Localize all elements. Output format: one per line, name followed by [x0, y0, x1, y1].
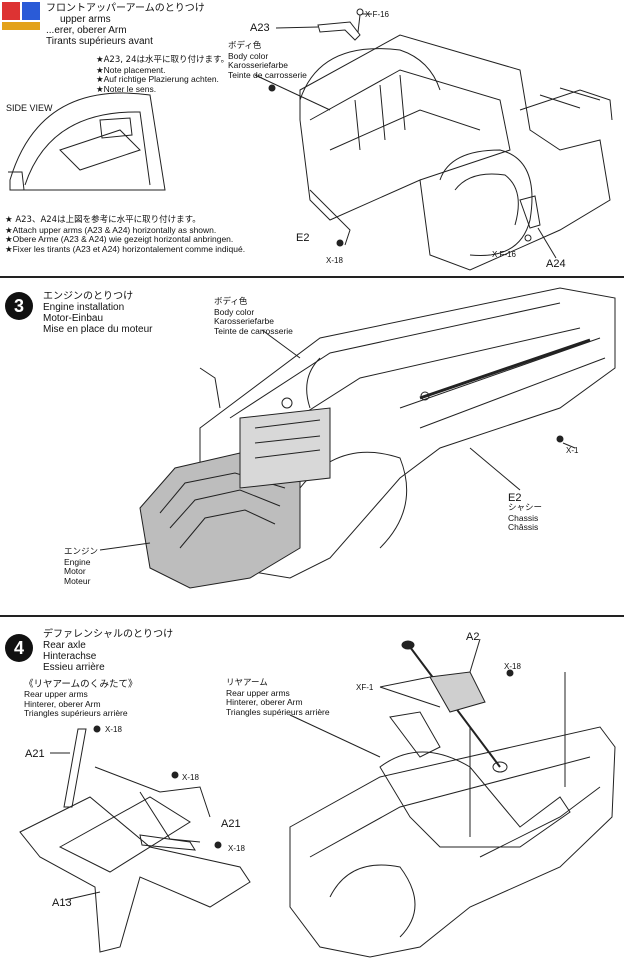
title-jp: フロントアッパーアームのとりつけ [46, 3, 205, 14]
title-en: Rear axle [43, 640, 86, 651]
step-number-badge: 3 [5, 292, 33, 320]
screw-label-x18: X-18 [504, 662, 521, 671]
screw-label-x18: X-18 [228, 844, 245, 853]
title-de: Hinterachse [43, 651, 97, 662]
side-view-label: SIDE VIEW [6, 103, 53, 113]
screw-label-x18: X-18 [326, 256, 343, 265]
title-fr: Mise en place du moteur [43, 324, 153, 335]
title-jp: デファレンシャルのとりつけ [43, 629, 174, 640]
part-label-e2: E2 [296, 232, 310, 244]
part-label-a23: A23 [250, 22, 270, 34]
engine-line-drawing [99, 287, 616, 589]
horizontal-note: ★ A23、A24は上図を参考に水平に取り付けます。 ★Attach upper… [5, 215, 246, 254]
step-4-rear-axle: 4 デファレンシャルのとりつけ Rear axle Hinterachse Es… [0, 617, 624, 963]
part-label-a24: A24 [546, 258, 566, 270]
screw-label-x18: X-18 [182, 773, 199, 782]
part-label-a21: A21 [25, 748, 45, 760]
title-de: ...erer, oberer Arm [46, 25, 127, 36]
rear-axle-line-drawing [19, 638, 616, 958]
step-title: エンジンのとりつけ Engine installation Motor-Einb… [43, 291, 153, 335]
title-jp: エンジンのとりつけ [43, 291, 134, 302]
title-fr: Essieu arrière [43, 662, 105, 673]
engine-label: エンジン Engine Motor Moteur [64, 547, 99, 586]
part-label-a2: A2 [466, 631, 480, 643]
rear-arm-label: リヤアーム Rear upper arms Hinterer, oberer A… [226, 678, 330, 717]
part-label-a21-second: A21 [221, 818, 241, 830]
title-en: Engine installation [43, 302, 125, 313]
step-title: フロントアッパーアームのとりつけ upper arms ...erer, obe… [46, 3, 205, 47]
section-divider [0, 276, 624, 278]
screw-label-x1: X-1 [566, 446, 579, 455]
title-fr: Tirants supérieurs avant [46, 36, 153, 47]
screw-label-x18: X-18 [105, 725, 122, 734]
title-de: Motor-Einbau [43, 313, 104, 324]
step-front-upper-arms: フロントアッパーアームのとりつけ upper arms ...erer, obe… [0, 0, 624, 276]
rear-arm-assembly-subtitle: 《リヤアームのくみたて》 Rear upper arms Hinterer, o… [24, 679, 138, 718]
screw-label-xf1: XF-1 [356, 683, 374, 692]
screw-label-xf16: X F-16 [365, 10, 390, 19]
chassis-label: E2 シャシー Chassis Châssis [508, 492, 543, 532]
watermark-logo-icon [2, 2, 40, 30]
step-number-badge: 4 [5, 634, 33, 662]
section-divider [0, 615, 624, 617]
front-arm-line-drawing [8, 8, 613, 271]
step-title: デファレンシャルのとりつけ Rear axle Hinterachse Essi… [43, 629, 173, 673]
body-color-note: ボディ色 Body color Karosseriefarbe Teinte d… [228, 41, 307, 80]
placement-note: ★A23, 24は水平に取り付けます。 ★Note placement. ★Au… [96, 55, 230, 94]
body-color-note: ボディ色 Body color Karosseriefarbe Teinte d… [214, 297, 293, 336]
step-3-engine-installation: 3 エンジンのとりつけ Engine installation Motor-Ei… [0, 278, 624, 614]
title-en: upper arms [60, 14, 111, 25]
